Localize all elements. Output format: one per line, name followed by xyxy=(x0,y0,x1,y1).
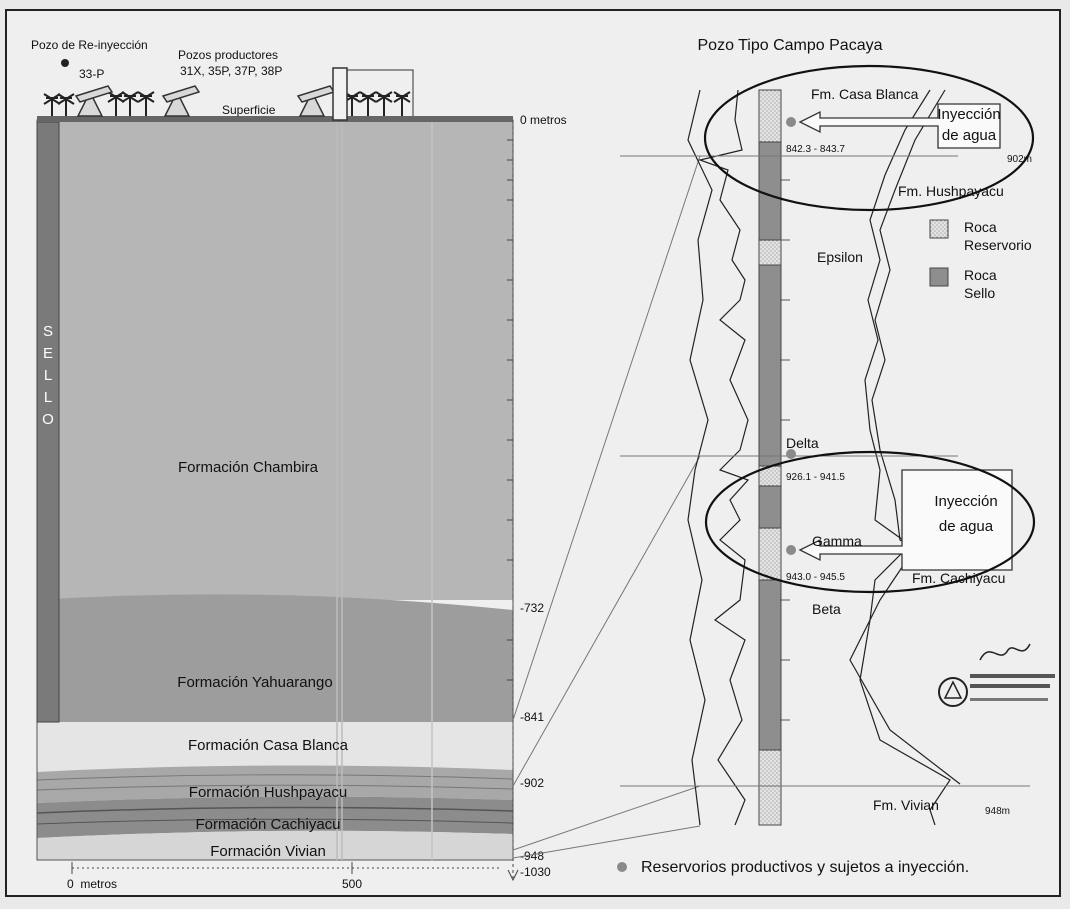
legend-reservoir-line1: Roca xyxy=(964,219,997,235)
reservoir-interval xyxy=(758,239,782,266)
depth-label-1030: -1030 xyxy=(520,865,551,879)
depth-label-948: -948 xyxy=(520,849,544,863)
producer-wells-ids: 31X, 35P, 37P, 38P xyxy=(180,64,282,78)
vivian-layer xyxy=(37,830,513,860)
pumpjack-icon xyxy=(74,85,336,117)
fm-casa-blanca-label: Fm. Casa Blanca xyxy=(811,86,919,102)
formation-vivian-label: Formación Vivian xyxy=(210,843,326,860)
well-title: Pozo Tipo Campo Pacaya xyxy=(698,37,883,54)
fm-cachiyacu-label: Fm. Cachiyacu xyxy=(912,570,1005,586)
legend-seal-line1: Roca xyxy=(964,267,997,283)
column-legend xyxy=(929,219,949,287)
reservoir-dot xyxy=(786,449,796,459)
tree-group-icon xyxy=(43,91,411,116)
injection-arrow-top xyxy=(798,103,1001,149)
legend-reservoir-line2: Reservorio xyxy=(964,237,1032,253)
log-depth-ticks xyxy=(780,179,790,721)
reinjection-well-id: 33-P xyxy=(79,67,104,81)
legend-seal-line2: Sello xyxy=(964,285,995,301)
depth-axis: 0 metros -732 -841 -902 -948 -1030 xyxy=(507,113,567,882)
beta-label: Beta xyxy=(812,601,841,617)
formation-chambira-label: Formación Chambira xyxy=(178,459,319,476)
connector-lines xyxy=(512,155,701,859)
hushpayacu-layer xyxy=(37,765,513,803)
strat-column xyxy=(758,89,782,826)
seal-letter: E xyxy=(43,345,53,362)
range-bottom-label: 943.0 - 945.5 xyxy=(786,572,845,583)
footer-legend-text: Reservorios productivos y sujetos a inye… xyxy=(641,859,969,876)
legend-dot xyxy=(617,862,627,872)
signature xyxy=(979,643,1031,661)
formation-yahuarango-label: Formación Yahuarango xyxy=(177,674,332,691)
cachiyacu-layer xyxy=(37,796,513,838)
depth-label-902: -902 xyxy=(520,776,544,790)
depth-label-841: -841 xyxy=(520,710,544,724)
injection-arrows xyxy=(798,103,1013,571)
reinjection-well-marker xyxy=(61,59,69,67)
right-labels: Fm. Casa Blanca 842.3 - 843.7 Inyección … xyxy=(786,86,1032,817)
depth-label-732: -732 xyxy=(520,601,544,615)
epsilon-label: Epsilon xyxy=(817,249,863,265)
left-labels: Pozo de Re-inyección 33-P Pozos producto… xyxy=(31,38,349,860)
depth-902m-label: 902m xyxy=(1007,154,1032,165)
seal-letter: S xyxy=(43,323,53,340)
distance-scale: 0 metros 500 xyxy=(67,862,500,891)
footer-legend: Reservorios productivos y sujetos a inye… xyxy=(617,859,969,876)
formation-hushpayacu-label: Formación Hushpayacu xyxy=(189,784,347,801)
fm-hushpayacu-label: Fm. Hushpayacu xyxy=(898,183,1004,199)
cross-section xyxy=(36,119,514,861)
scale-label-0: 0 metros xyxy=(67,877,117,891)
producer-wells-label: Pozos productores xyxy=(178,48,278,62)
reservoir-interval xyxy=(758,89,782,143)
injection-bottom-line2: de agua xyxy=(939,518,994,535)
formation-cachiyacu-label: Formación Cachiyacu xyxy=(195,816,340,833)
casa-blanca-layer xyxy=(37,722,513,772)
injection-top-line2: de agua xyxy=(942,127,997,144)
seal-letter: O xyxy=(42,411,54,428)
reservoir-interval xyxy=(758,527,782,581)
surface-scene xyxy=(37,59,513,122)
gamma-label: Gamma xyxy=(812,533,862,549)
reservoir-swatch xyxy=(929,219,949,239)
formation-casa-blanca-label: Formación Casa Blanca xyxy=(188,737,349,754)
fm-vivian-label: Fm. Vivian xyxy=(873,797,939,813)
injection-bottom-line1: Inyección xyxy=(934,493,997,510)
seal-letters: S E L L O xyxy=(42,323,54,428)
yahuarango-layer xyxy=(37,594,513,722)
delta-label: Delta xyxy=(786,435,819,451)
range-top-label: 842.3 - 843.7 xyxy=(786,144,845,155)
reservoir-interval xyxy=(758,749,782,826)
chambira-layer xyxy=(37,120,513,600)
injection-zone-ellipse-bottom xyxy=(704,450,1036,594)
injection-pipe xyxy=(332,67,348,121)
injection-arrow-bottom xyxy=(798,469,1013,571)
reservoir-dot xyxy=(786,545,796,555)
seal-swatch xyxy=(929,267,949,287)
range-mid-label: 926.1 - 941.5 xyxy=(786,472,845,483)
depth-948m-label: 948m xyxy=(985,806,1010,817)
depth-label-0: 0 metros xyxy=(520,113,567,127)
injection-zone-ellipse-top xyxy=(703,64,1035,212)
scale-label-500: 500 xyxy=(342,877,362,891)
reinjection-well-label: Pozo de Re-inyección xyxy=(31,38,148,52)
injection-top-line1: Inyección xyxy=(937,106,1000,123)
seal-letter: L xyxy=(44,389,52,406)
surface-label: Superficie xyxy=(222,103,276,117)
reservoir-dot xyxy=(786,117,796,127)
engineer-seal-stamp xyxy=(938,643,1055,707)
seal-letter: L xyxy=(44,367,52,384)
